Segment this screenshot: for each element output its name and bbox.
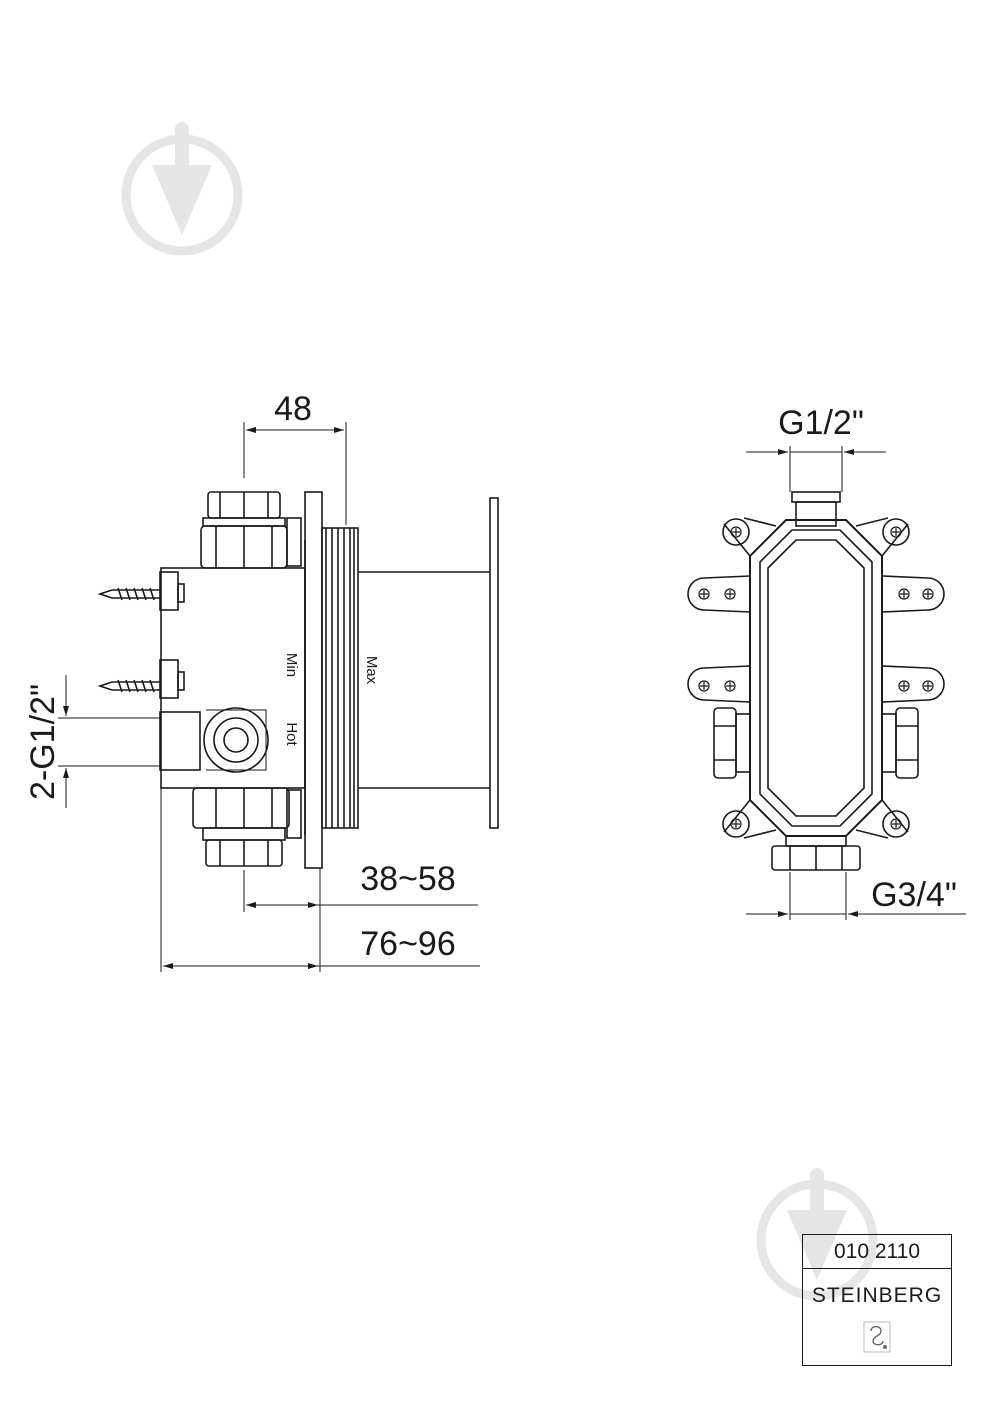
dim-depth-76-96: 76~96 (360, 925, 456, 963)
dim-width-48: 48 (274, 390, 312, 428)
dim-bottom-thread: G3/4" (871, 876, 957, 914)
side-view (58, 422, 499, 972)
brand-name: STEINBERG (811, 1284, 943, 1307)
title-block: 010 2110 STEINBERG (802, 1234, 952, 1366)
dim-inlet-thread: 2-G1/2" (24, 684, 62, 800)
label-min: Min (283, 653, 300, 677)
watermark-logo-icon (121, 122, 243, 256)
front-view (687, 446, 966, 920)
dim-top-thread: G1/2" (778, 404, 864, 442)
dim-depth-38-58: 38~58 (360, 860, 456, 898)
product-code: 010 2110 (803, 1235, 951, 1269)
label-hot: Hot (283, 722, 300, 746)
label-max: Max (363, 656, 380, 685)
watermark-logo-icon (756, 1168, 878, 1301)
screw-icon (698, 526, 934, 830)
brand-logo-icon (863, 1321, 891, 1353)
